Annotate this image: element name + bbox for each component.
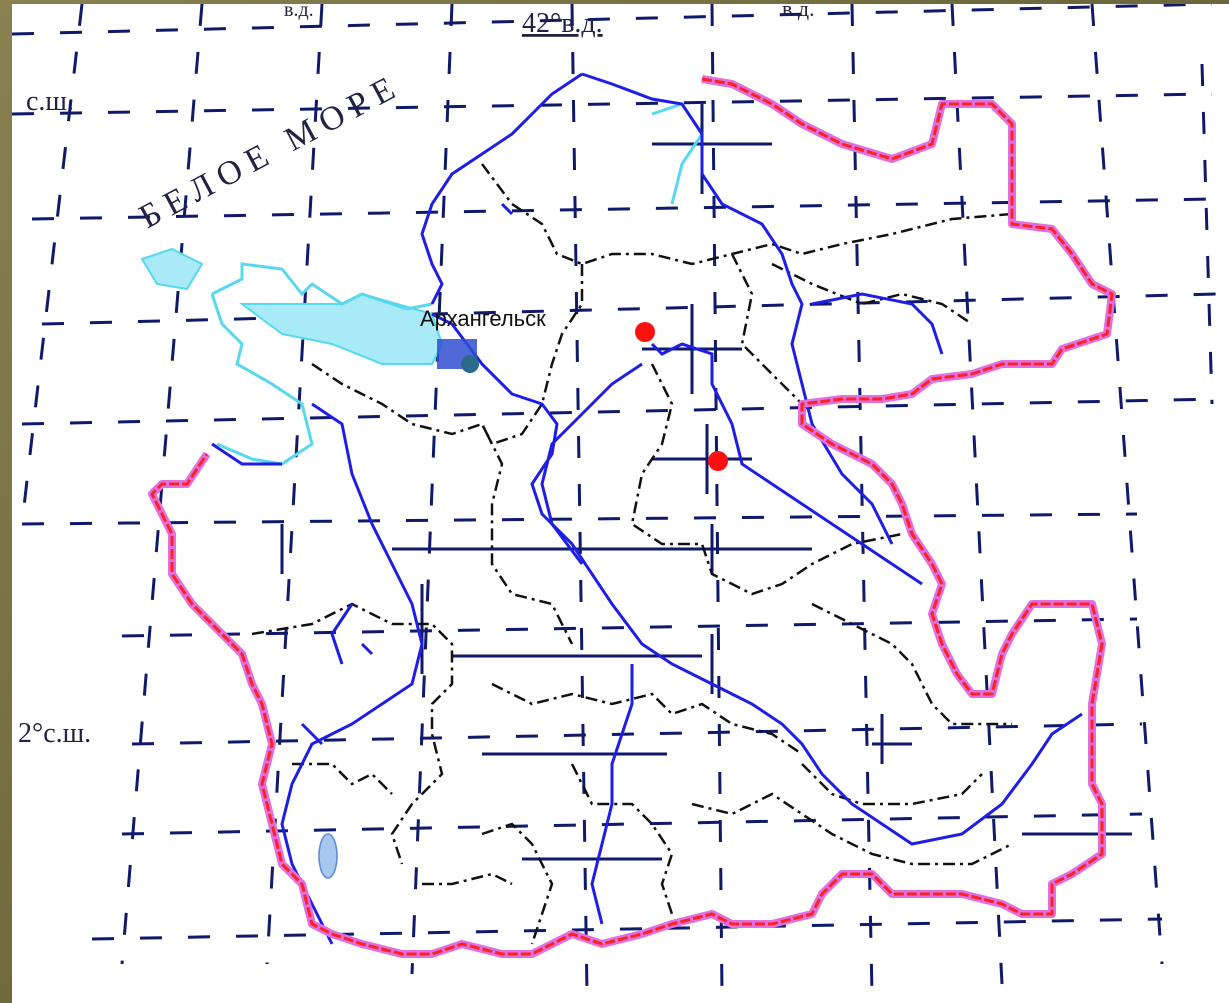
parallel-line — [21, 512, 1138, 526]
meridian-line — [265, 4, 324, 965]
parallel-line — [91, 917, 1163, 941]
region-border — [148, 75, 1116, 958]
district-boundaries — [251, 163, 1013, 945]
region-map: 42°в.д. в.д. в.д. с.ш. 2°с.ш. БЕЛОЕ МОРЕ… — [12, 4, 1218, 995]
meridian-line — [1090, 4, 1164, 965]
settlement-marker — [708, 451, 728, 471]
meridian-label-42: 42°в.д. — [522, 8, 603, 39]
parallel-line — [12, 4, 1213, 36]
city-label: Архангельск — [420, 306, 546, 331]
meridian-line — [570, 4, 589, 995]
parallel-line — [12, 92, 1213, 116]
city-marker — [461, 355, 479, 373]
latitude-label-upper: с.ш. — [26, 86, 74, 117]
parallel-line — [21, 397, 1218, 426]
settlement-marker — [635, 322, 655, 342]
meridian-line — [850, 4, 874, 995]
region-border-line — [150, 77, 1114, 956]
map-frame: 42°в.д. в.д. в.д. с.ш. 2°с.ш. БЕЛОЕ МОРЕ… — [12, 4, 1229, 1003]
parallel-line — [31, 197, 1213, 221]
rivers — [211, 72, 1083, 945]
meridian-line — [710, 4, 724, 995]
meridian-line — [20, 4, 84, 525]
settlements — [437, 322, 728, 471]
white-sea-water — [140, 247, 444, 879]
meridian-line — [950, 4, 1004, 985]
meridian-label-right: в.д. — [782, 4, 815, 21]
grid-crosses — [280, 104, 1132, 861]
latitude-label-lower: 2°с.ш. — [18, 718, 91, 749]
map-labels: 42°в.д. в.д. в.д. с.ш. 2°с.ш. БЕЛОЕ МОРЕ… — [18, 4, 815, 749]
meridian-line — [1200, 63, 1214, 405]
parallel-line — [41, 292, 1218, 326]
meridian-label-left: в.д. — [284, 4, 314, 21]
graticule-grid — [12, 4, 1218, 995]
meridian-line — [410, 4, 454, 975]
region-border-halo — [148, 75, 1116, 958]
sea-label: БЕЛОЕ МОРЕ — [133, 67, 407, 236]
